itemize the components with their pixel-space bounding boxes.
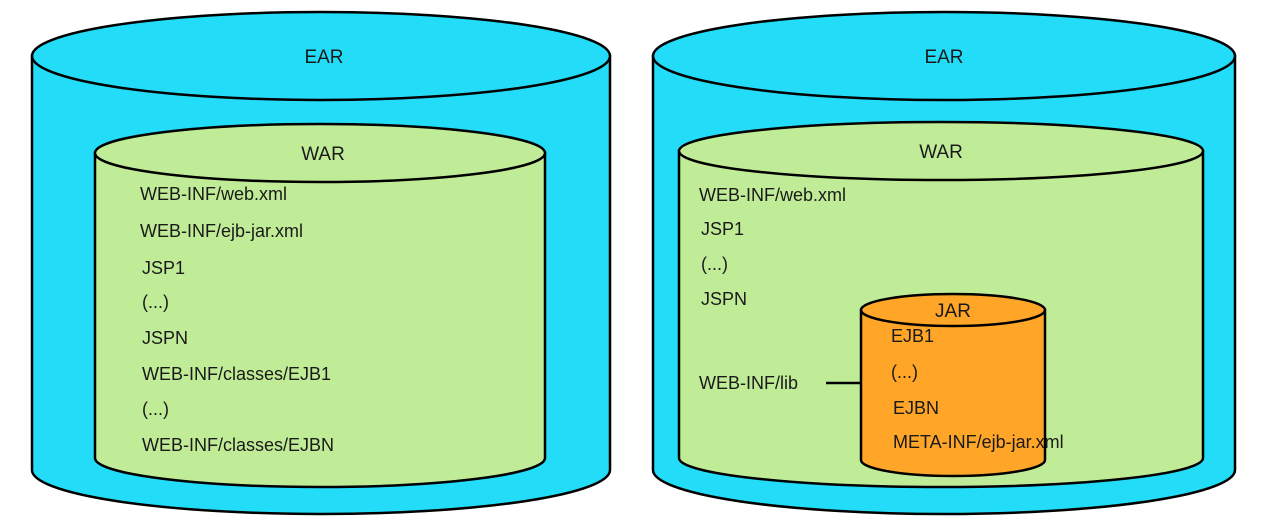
jar-item: META-INF/ejb-jar.xml xyxy=(893,432,1064,452)
left-item: WEB-INF/classes/EJB1 xyxy=(142,364,331,384)
left-ear-top xyxy=(30,10,612,102)
right-lib-label: WEB-INF/lib xyxy=(699,373,798,393)
right-ear-label: EAR xyxy=(924,47,963,68)
jar-item: EJB1 xyxy=(891,326,934,346)
left-item: JSPN xyxy=(142,328,188,348)
left-item: JSP1 xyxy=(142,258,185,278)
left-war-top xyxy=(93,122,547,184)
left-ear-label: EAR xyxy=(304,47,343,68)
right-war-label: WAR xyxy=(919,142,963,163)
right-item: JSPN xyxy=(701,289,747,309)
jar-item: (...) xyxy=(891,362,918,382)
right-jar-contents: EJB1 (...) EJBN META-INF/ejb-jar.xml xyxy=(891,326,1064,452)
right-war-contents: WEB-INF/web.xml JSP1 (...) JSPN WEB-INF/… xyxy=(699,185,862,393)
left-war-contents: WEB-INF/web.xml WEB-INF/ejb-jar.xml JSP1… xyxy=(140,184,334,455)
right-ear-top xyxy=(651,10,1237,102)
left-item: (...) xyxy=(142,292,169,312)
left-item: (...) xyxy=(142,399,169,419)
right-item: JSP1 xyxy=(701,219,744,239)
left-war-body xyxy=(93,151,547,489)
left-item: WEB-INF/classes/EJBN xyxy=(142,435,334,455)
right-jar-cylinder: JAR xyxy=(859,292,1047,478)
jar-item: EJBN xyxy=(893,398,939,418)
right-jar-label: JAR xyxy=(935,301,971,322)
right-item: (...) xyxy=(701,254,728,274)
left-war-label: WAR xyxy=(301,144,345,165)
left-item: WEB-INF/ejb-jar.xml xyxy=(140,221,303,241)
right-jar-body xyxy=(859,308,1047,478)
right-war-top xyxy=(677,120,1205,182)
left-item: WEB-INF/web.xml xyxy=(140,184,287,204)
left-war-cylinder: WAR xyxy=(93,122,547,489)
right-jar-top xyxy=(859,292,1047,328)
right-item: WEB-INF/web.xml xyxy=(699,185,846,205)
